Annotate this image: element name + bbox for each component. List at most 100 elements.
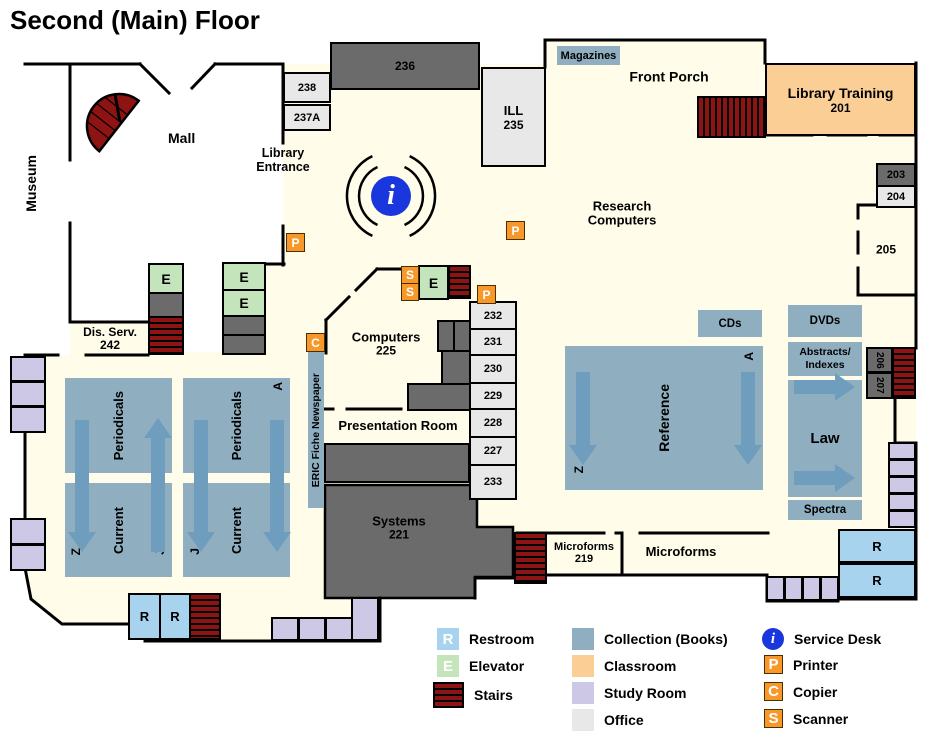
computers-225-label: Computers 225: [351, 329, 421, 358]
reference-stack: Reference: [565, 346, 763, 490]
room-232: 232: [469, 301, 517, 330]
systems-221-label: Systems 221: [372, 513, 426, 542]
legend-item-printer: P Printer: [764, 655, 838, 674]
legend-item-collection: Collection (Books): [572, 628, 728, 650]
printer-icon: P: [477, 285, 496, 304]
shaft-west: [148, 292, 184, 318]
abstracts-indexes-shelf: Abstracts/ Indexes: [788, 342, 862, 376]
study-room: [10, 356, 46, 382]
call-letter-j: J: [153, 548, 167, 555]
room-203: 203: [876, 163, 916, 187]
call-letter-a: A: [271, 382, 285, 391]
room-230: 230: [469, 354, 517, 384]
restroom-east-1: R: [838, 529, 916, 563]
study-room: [325, 617, 353, 641]
legend-item-restroom: R Restroom: [437, 628, 534, 650]
study-room: [766, 576, 785, 601]
legend-item-stairs: Stairs: [433, 682, 513, 708]
call-letter-a: A: [742, 352, 756, 361]
printer-icon: P: [286, 233, 305, 252]
stairs-center: [448, 265, 471, 299]
room-205-label: 205: [875, 242, 897, 257]
restroom-swatch: R: [437, 628, 459, 650]
printer-icon: P: [506, 221, 525, 240]
stairs-east: [892, 347, 916, 399]
room-library-training-201: Library Training 201: [765, 63, 916, 136]
page-title: Second (Main) Floor: [10, 5, 260, 35]
utility-block: [453, 320, 471, 352]
restroom-west-2: R: [159, 593, 191, 640]
elevator-mid-1: E: [222, 262, 266, 291]
room-204: 204: [876, 185, 916, 208]
room-233: 233: [469, 464, 517, 500]
current-stack-west: Current: [65, 483, 172, 577]
study-room: [888, 442, 916, 460]
copier-icon: C: [306, 333, 325, 352]
collection-swatch: [572, 628, 594, 650]
printer-swatch: P: [764, 655, 783, 674]
elevator-swatch: E: [437, 655, 459, 677]
research-computers-label: Research Computers: [587, 198, 657, 228]
eric-fiche-newspaper-shelf: ERIC Fiche Newspaper: [308, 352, 324, 508]
periodicals-stack-west: Periodicals: [65, 378, 172, 473]
museum-label: Museum: [23, 155, 39, 212]
magazines-badge: Magazines: [557, 46, 620, 65]
library-entrance-label: Library Entrance: [256, 146, 310, 174]
dark-room-above-systems: [324, 443, 470, 483]
study-room: [10, 544, 46, 571]
shaft-mid-1: [222, 315, 266, 336]
study-room: [784, 576, 803, 601]
study-room: [888, 459, 916, 477]
restroom-east-2: R: [838, 563, 916, 598]
legend-item-copier: C Copier: [764, 682, 837, 701]
stairs-southwest: [189, 593, 221, 640]
classroom-swatch: [572, 655, 594, 677]
front-porch-stairs: [697, 96, 766, 138]
scanner-swatch: S: [764, 709, 783, 728]
office-swatch: [572, 709, 594, 731]
presentation-room-label: Presentation Room: [338, 417, 458, 433]
room-236: 236: [330, 42, 480, 90]
study-room: [888, 476, 916, 494]
elevator-center: E: [418, 265, 449, 300]
room-206: 206: [866, 347, 893, 373]
periodicals-stack-east: Periodicals: [183, 378, 290, 473]
call-letter-z: Z: [69, 548, 83, 556]
scanner-icon: S: [401, 266, 419, 284]
study-room: [888, 493, 916, 511]
walls: [23, 38, 918, 643]
utility-block: [407, 383, 471, 411]
study-room: [10, 518, 46, 545]
elevator-mid-2: E: [222, 289, 266, 317]
study-room: [820, 576, 839, 601]
mall-label: Mall: [168, 130, 196, 146]
legend-item-classroom: Classroom: [572, 655, 676, 677]
elevator-west-1: E: [148, 263, 184, 294]
law-shelf: Law: [788, 380, 862, 497]
legend-item-office: Office: [572, 709, 644, 731]
shaft-mid-2: [222, 334, 266, 355]
dis-serv-242-label: Dis. Serv. 242: [83, 324, 137, 352]
study-room: [298, 617, 326, 641]
study-room: [271, 617, 299, 641]
legend-item-service-desk: i Service Desk: [762, 628, 881, 650]
stairs-swatch: [433, 682, 464, 708]
call-letter-j: J: [188, 548, 202, 555]
utility-block: [441, 350, 471, 385]
spectra-shelf: Spectra: [788, 500, 862, 520]
study-room: [351, 597, 379, 641]
room-227: 227: [469, 436, 517, 466]
cds-shelf: CDs: [698, 310, 762, 337]
room-237a: 237A: [283, 104, 331, 131]
room-229: 229: [469, 382, 517, 410]
room-228: 228: [469, 408, 517, 438]
room-207: 207: [866, 372, 893, 399]
microforms-219-label: Microforms 219: [554, 540, 614, 565]
legend-item-scanner: S Scanner: [764, 709, 848, 728]
study-room: [10, 381, 46, 407]
study-room: [802, 576, 821, 601]
room-238: 238: [283, 72, 331, 103]
restroom-west-1: R: [128, 593, 161, 640]
legend-item-elevator: E Elevator: [437, 655, 524, 677]
